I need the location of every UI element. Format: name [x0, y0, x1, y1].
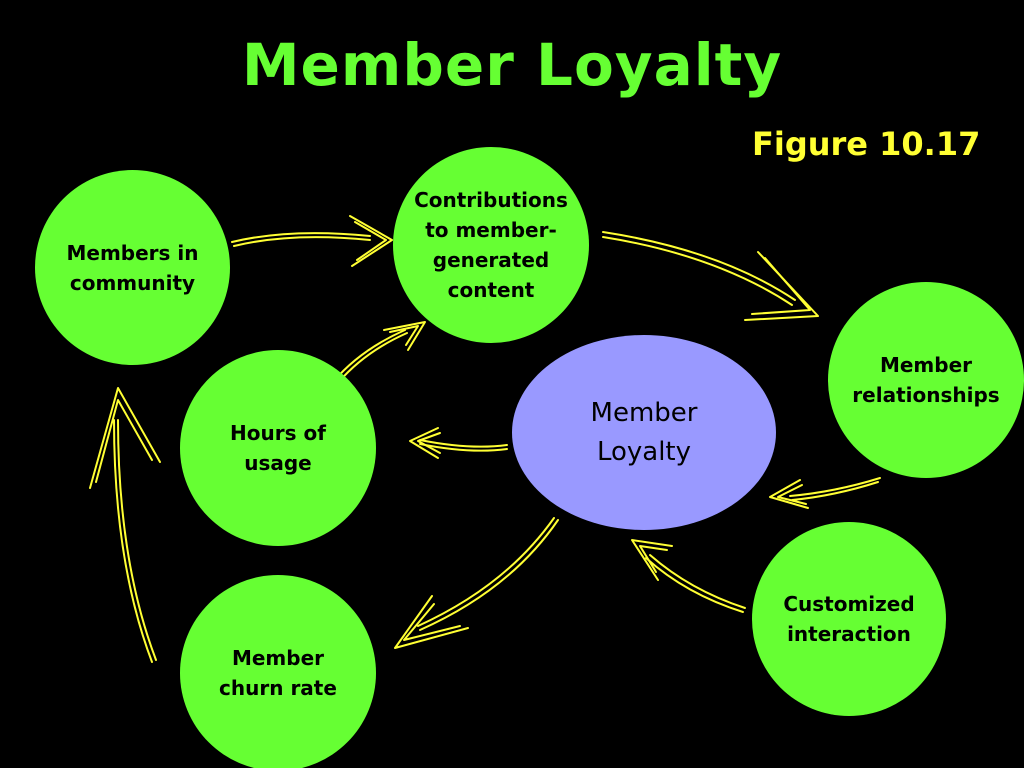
- node-label-line: Member: [590, 397, 698, 428]
- node-label-line: Loyalty: [596, 436, 692, 467]
- node-hours-of-usage: Hours of usage: [180, 350, 376, 546]
- node-label-line: generated: [432, 248, 550, 272]
- edge-hours-to-contributions: [332, 321, 426, 385]
- node-customized-interaction: Customized interaction: [752, 522, 946, 716]
- edge-relationships-to-customized: [769, 477, 881, 509]
- node-member-churn-rate: Member churn rate: [180, 575, 376, 768]
- edge-contributions-to-relationships: [602, 231, 819, 321]
- node-label-line: Contributions: [414, 188, 568, 212]
- node-label-line: Member: [879, 353, 973, 377]
- edge-loyalty-to-hours: [409, 427, 508, 459]
- node-label-line: churn rate: [219, 676, 337, 700]
- edge-loyalty-to-churn: [394, 517, 559, 649]
- node-contributions: Contributions to member- generated conte…: [393, 147, 589, 343]
- node-member-relationships: Member relationships: [828, 282, 1024, 478]
- node-label-line: interaction: [787, 622, 911, 646]
- edge-churn-to-community: [89, 387, 161, 663]
- node-label-line: content: [447, 278, 535, 302]
- edge-customized-to-loyalty: [631, 539, 746, 613]
- node-label-line: to member-: [425, 218, 557, 242]
- node-label-line: Customized: [783, 592, 915, 616]
- node-label-line: community: [69, 270, 196, 295]
- page-title: Member Loyalty: [241, 31, 783, 99]
- node-label-line: Hours of: [230, 421, 326, 445]
- node-label-line: Members in: [66, 240, 199, 265]
- node-label-line: relationships: [852, 383, 1000, 407]
- node-label-line: Member: [231, 646, 325, 670]
- node-members-in-community: Members in community: [35, 170, 230, 365]
- node-member-loyalty: Member Loyalty: [512, 335, 776, 530]
- figure-label: Figure 10.17: [752, 125, 981, 163]
- edge-community-to-contributions: [231, 215, 393, 267]
- node-label-line: usage: [244, 451, 312, 475]
